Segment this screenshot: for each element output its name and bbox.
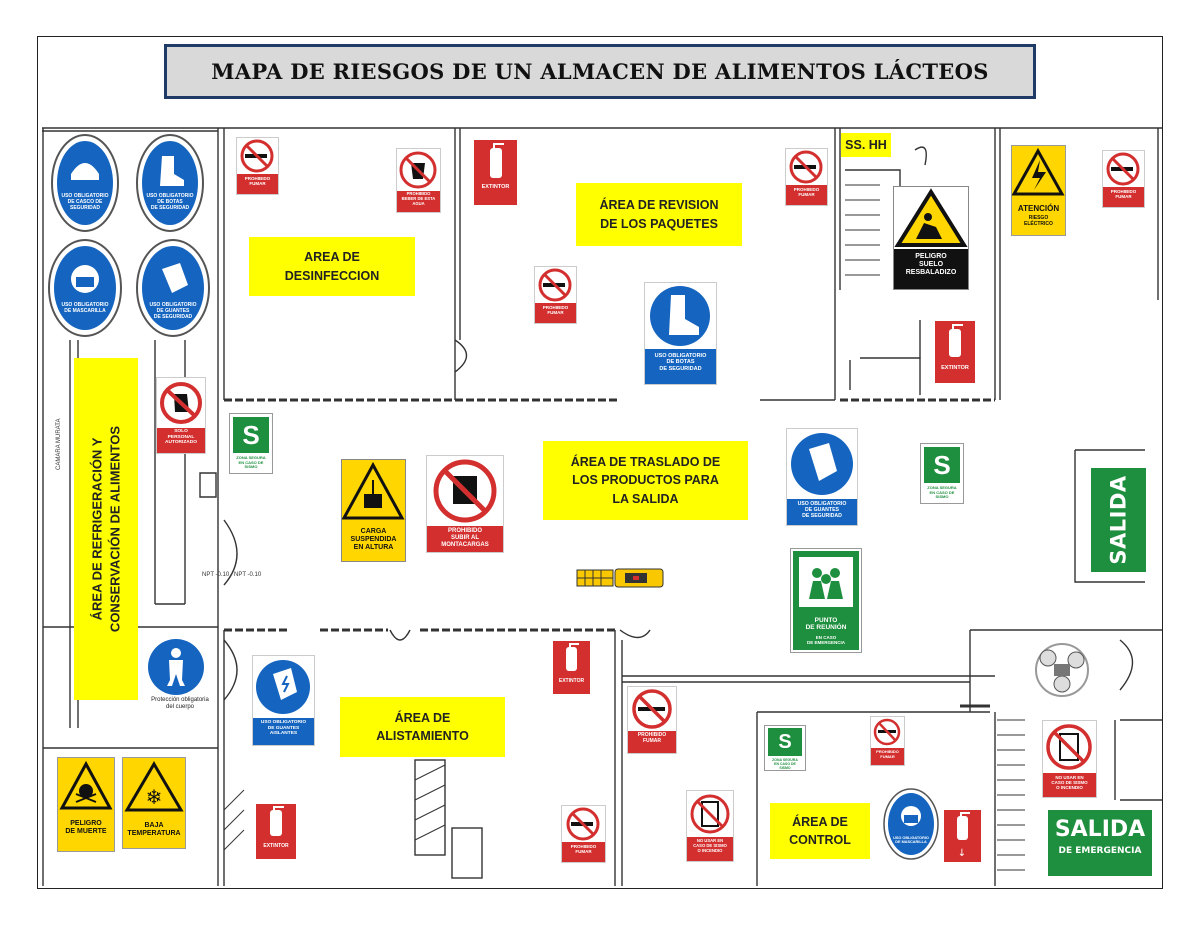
botas-sign-left: USO OBLIGATORIO DE BOTAS DE SEGURIDAD <box>136 134 204 232</box>
prohibido-beber-sign: PROHIBIDO BEBER DE ESTA AGUA <box>396 148 441 213</box>
prohibido-fumar-sign-7: PROHIBIDO FUMAR <box>870 716 905 766</box>
no-smoking-icon <box>240 139 274 173</box>
glove-icon <box>136 239 210 337</box>
carga-suspendida-sign: CARGA SUSPENDIDA EN ALTURA <box>341 459 406 562</box>
snowflake-icon: ❄ <box>124 761 184 812</box>
baja-temperatura-sign: ❄ BAJA TEMPERATURA <box>122 757 186 849</box>
prohibido-fumar-sign-6: PROHIBIDO FUMAR <box>561 805 606 863</box>
extintor-sign-1: EXTINTOR <box>474 140 517 205</box>
boot-icon <box>136 134 204 232</box>
area-sshh-label: SS. HH <box>841 133 891 157</box>
fire-extinguisher-icon <box>270 806 284 836</box>
no-usar-ascensor-sign-2: NO USAR EN CASO DE SISMO O INCENDIO <box>1042 720 1097 798</box>
mask-icon <box>883 788 939 860</box>
skull-icon <box>59 760 113 810</box>
forklift-icon <box>576 568 664 588</box>
guantes-aislantes-sign: USO OBLIGATORIO DE GUANTES AISLANTES <box>252 655 315 746</box>
prohibido-fumar-sign-3: PROHIBIDO FUMAR <box>785 148 828 206</box>
extintor-sign-4: EXTINTOR <box>256 804 296 859</box>
no-drinking-icon <box>399 151 437 189</box>
zona-segura-sign-2: S ZONA SEGURA EN CASO DE SISMO <box>920 443 964 504</box>
title-box: MAPA DE RIESGOS DE UN ALMACEN DE ALIMENT… <box>164 44 1036 99</box>
no-usar-ascensor-sign-1: NO USAR EN CASO DE SISMO O INCENDIO <box>686 790 734 862</box>
no-smoking-icon <box>873 718 901 746</box>
npt-label-1: NPT -0.10 <box>202 572 230 578</box>
fire-extinguisher-icon <box>949 324 963 357</box>
zona-segura-sign-3: S ZONA SEGURA EN CASO DE SISMO <box>764 725 806 771</box>
fire-extinguisher-icon: ↓ <box>957 812 970 859</box>
glove-icon <box>791 433 853 495</box>
area-refrigeracion-block <box>74 358 138 700</box>
area-refrigeracion-label: ÁREA DE REFRIGERACIÓN Y CONSERVACIÓN DE … <box>89 425 122 633</box>
helmet-icon <box>51 134 119 232</box>
no-smoking-icon <box>1106 152 1140 186</box>
no-smoking-icon <box>632 689 672 729</box>
lightning-icon <box>1012 147 1065 196</box>
zona-segura-sign-1: S ZONA SEGURA EN CASO DE SISMO <box>229 413 273 474</box>
no-smoking-icon <box>566 807 600 841</box>
botas-sign-mid: USO OBLIGATORIO DE BOTAS DE SEGURIDAD <box>644 282 717 385</box>
svg-text:↓: ↓ <box>958 848 966 859</box>
peligro-muerte-sign: PELIGRO DE MUERTE <box>57 757 115 852</box>
casco-sign: USO OBLIGATORIO DE CASCO DE SEGURIDAD <box>51 134 119 232</box>
area-control-label: ÁREA DE CONTROL <box>770 803 870 859</box>
area-traslado-label: ÁREA DE TRASLADO DE LOS PRODUCTOS PARA L… <box>543 441 748 520</box>
no-forklift-icon <box>433 459 497 523</box>
riesgo-electrico-sign: ATENCIÓN RIESGO ELÉCTRICO <box>1011 145 1066 236</box>
punto-reunion-sign: PUNTO DE REUNIÓN EN CASO DE EMERGENCIA <box>790 548 862 653</box>
prohibido-subir-sign: PROHIBIDO SUBIR AL MONTACARGAS <box>426 455 504 553</box>
stop-hand-icon <box>160 382 202 424</box>
mask-icon <box>48 239 122 337</box>
machinery-icon <box>1035 643 1089 697</box>
mascarilla-sign-control: USO OBLIGATORIO DE MASCARILLA <box>883 788 939 860</box>
area-revision-label: ÁREA DE REVISION DE LOS PAQUETES <box>576 183 742 246</box>
slippery-floor-icon <box>894 188 968 247</box>
safe-zone-icon: S <box>924 447 960 483</box>
safe-zone-icon: S <box>768 728 802 756</box>
no-smoking-icon <box>789 150 823 184</box>
suspended-load-icon <box>342 461 405 520</box>
npt-label-2: NPT -0.10 <box>234 572 262 578</box>
guantes-sign-left: USO OBLIGATORIO DE GUANTES DE SEGURIDAD <box>136 239 210 337</box>
salida-sign: SALIDA <box>1091 468 1146 572</box>
prohibido-fumar-sign-2: PROHIBIDO FUMAR <box>534 266 577 324</box>
extintor-sign-5: ↓ <box>944 810 981 862</box>
mascarilla-sign-left: USO OBLIGATORIO DE MASCARILLA <box>48 239 122 337</box>
svg-text:❄: ❄ <box>146 785 163 809</box>
area-desinfeccion-label: AREA DE DESINFECCION <box>249 237 415 296</box>
boot-icon <box>650 286 710 346</box>
salida-emergencia-sign: SALIDA DE EMERGENCIA <box>1048 810 1152 876</box>
guantes-sign-right: USO OBLIGATORIO DE GUANTES DE SEGURIDAD <box>786 428 858 526</box>
peligro-suelo-sign: PELIGRO SUELO RESBALADIZO <box>893 186 969 290</box>
no-elevator-icon <box>690 794 730 834</box>
body-protection-icon <box>148 639 204 695</box>
prohibido-fumar-sign-4: PROHIBIDO FUMAR <box>1102 150 1145 208</box>
extintor-sign-2: EXTINTOR <box>935 321 975 383</box>
safe-zone-icon: S <box>233 417 269 453</box>
no-elevator-icon <box>1046 724 1092 770</box>
fire-extinguisher-icon <box>566 643 579 671</box>
proteccion-cuerpo-sign <box>147 638 205 696</box>
meeting-point-icon <box>799 557 853 607</box>
area-alistamiento-label: ÁREA DE ALISTAMIENTO <box>340 697 505 757</box>
prohibido-fumar-sign-1: PROHIBIDO FUMAR <box>236 137 279 195</box>
fire-extinguisher-icon <box>490 143 504 178</box>
camara-label: CAMARA MURATA <box>56 418 62 470</box>
solo-personal-sign: SOLO PERSONAL AUTORIZADO <box>156 377 206 454</box>
proteccion-cuerpo-caption: Protección obligatoria del cuerpo <box>151 697 209 711</box>
extintor-sign-3: EXTINTOR <box>553 641 590 694</box>
insulated-glove-icon <box>256 660 310 714</box>
no-smoking-icon <box>538 268 572 302</box>
prohibido-fumar-sign-5: PROHIBIDO FUMAR <box>627 686 677 754</box>
map-title: MAPA DE RIESGOS DE UN ALMACEN DE ALIMENT… <box>211 59 989 84</box>
